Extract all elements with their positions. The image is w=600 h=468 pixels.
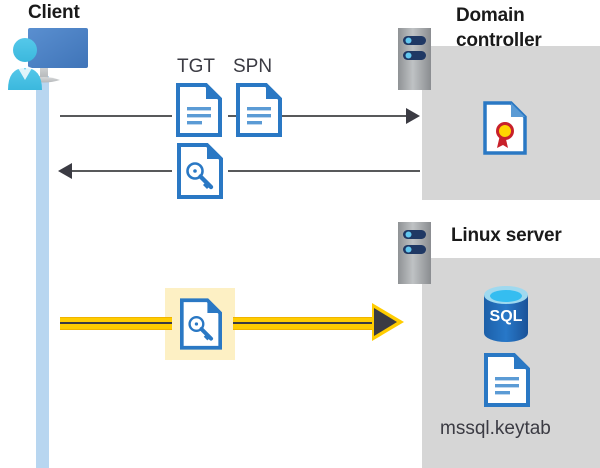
domain-controller-title-line2: controller [456, 30, 542, 51]
server-rack-icon [398, 222, 431, 284]
request-flow-line-right [228, 115, 408, 117]
response-flow-line-right [228, 170, 420, 172]
client-lifeline [36, 76, 49, 468]
sql-label: SQL [490, 308, 523, 325]
client-title: Client [28, 2, 80, 23]
keytab-document-icon [484, 353, 530, 412]
tgt-label: TGT [177, 56, 215, 77]
tgt-document-icon [176, 83, 222, 142]
service-ticket-flow-arrowhead [374, 308, 397, 336]
linux-server-title: Linux server [451, 225, 562, 246]
service-ticket-key-document-icon [180, 297, 222, 356]
spn-label: SPN [233, 56, 273, 77]
client-computer-user-icon [6, 24, 92, 94]
spn-document-icon [236, 83, 282, 142]
keytab-filename-label: mssql.keytab [440, 418, 551, 439]
server-rack-icon [398, 28, 431, 90]
service-ticket-flow-bar-right [233, 317, 376, 330]
service-ticket-key-document-icon [177, 143, 223, 204]
sql-database-icon: SQL [478, 285, 534, 350]
request-flow-line-left [60, 115, 172, 117]
certificate-document-icon [483, 101, 527, 160]
response-flow-arrowhead [58, 163, 72, 179]
service-ticket-flow-bar-left [60, 317, 172, 330]
domain-controller-title: Domain controller [456, 3, 596, 53]
response-flow-line-left [72, 170, 172, 172]
request-flow-arrowhead [406, 108, 420, 124]
domain-controller-title-line1: Domain [456, 5, 525, 26]
